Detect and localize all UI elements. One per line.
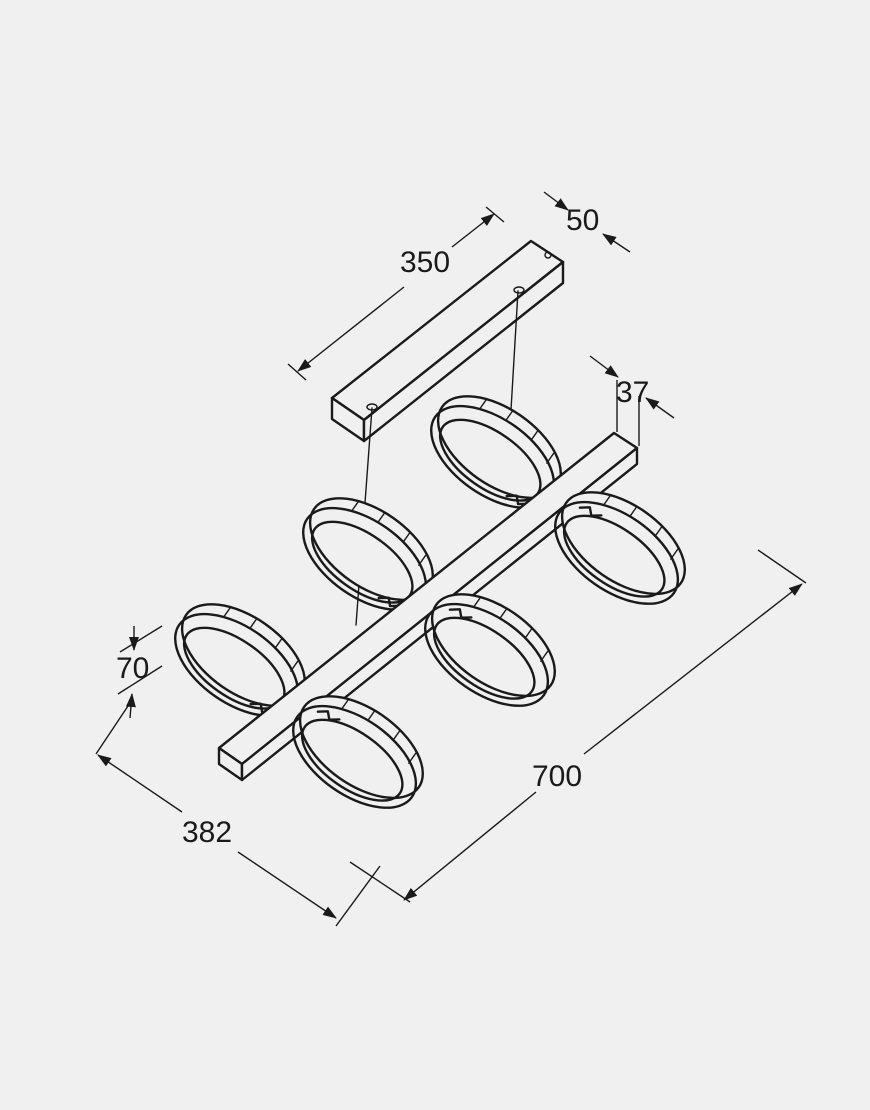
dim-label-37: 37 [616, 376, 649, 409]
dim-label-382: 382 [182, 816, 232, 849]
ring-shade [292, 695, 424, 809]
ceiling-canopy [330, 239, 565, 443]
ring-shade [554, 491, 686, 605]
dim-label-700: 700 [532, 760, 582, 793]
dimension-350: 350 [287, 206, 505, 381]
ring-shade [424, 593, 556, 707]
dimension-37: 37 [589, 355, 675, 446]
dimension-70: 70 [116, 625, 163, 719]
dimension-382: 382 [95, 699, 381, 927]
dimension-700: 700 [349, 549, 807, 903]
light-bar [217, 431, 639, 782]
dimension-50: 50 [543, 191, 631, 253]
dim-label-70: 70 [116, 652, 149, 685]
dim-label-350: 350 [400, 246, 450, 279]
dim-label-50: 50 [566, 204, 599, 237]
